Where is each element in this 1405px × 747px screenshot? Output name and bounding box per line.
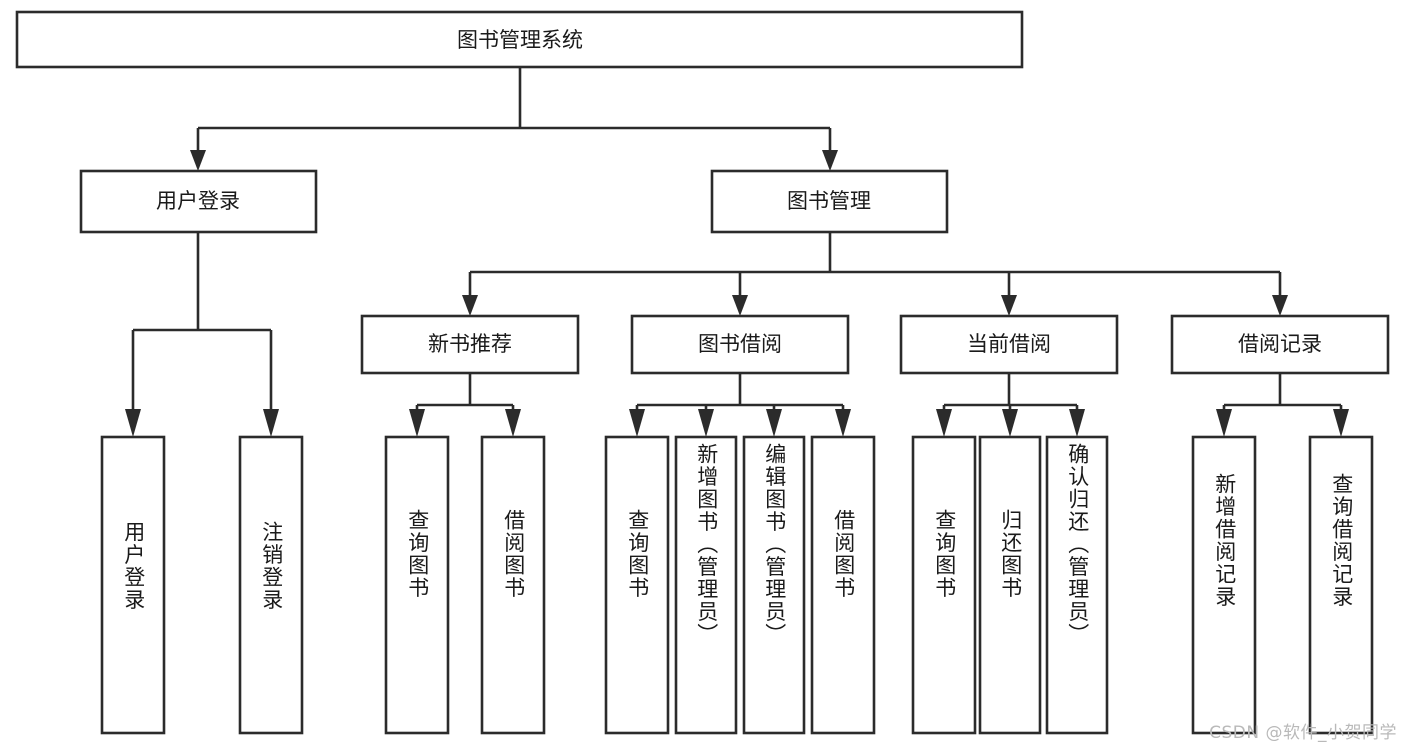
node-current-borrow-box[interactable] [899, 314, 1119, 375]
arrow-borrow-record [1272, 295, 1288, 316]
leaf-box-edit-book[interactable] [742, 435, 806, 735]
connectors-root-to-level1 [190, 67, 838, 171]
node-current-borrow-label: 当前借阅 [967, 332, 1051, 356]
node-new-book-rec-box[interactable] [360, 314, 580, 375]
arrow-current-borrow [1001, 295, 1017, 316]
node-book-borrow-label: 图书借阅 [698, 332, 782, 356]
node-book-borrow[interactable]: 图书借阅 [630, 314, 850, 375]
arrow-leaf-query-book-1 [409, 409, 425, 437]
arrow-leaf-query-book-2 [629, 409, 645, 437]
arrow-leaf-confirm-return [1069, 409, 1085, 437]
connectors-user-login-to-leaves [125, 232, 279, 437]
leaf-box-query-book-2[interactable] [604, 435, 670, 735]
node-borrow-record[interactable]: 借阅记录 [1170, 314, 1390, 375]
arrow-leaf-borrow-book-2 [835, 409, 851, 437]
leaf-box-borrow-book-1[interactable] [480, 435, 546, 735]
leaf-box-user-login[interactable] [100, 435, 166, 735]
leaf-box-user-logout[interactable] [238, 435, 304, 735]
node-user-login[interactable]: 用户登录 [79, 169, 318, 234]
leaf-box-borrow-book-2[interactable] [810, 435, 876, 735]
arrow-user-login [190, 150, 206, 171]
node-user-login-label: 用户登录 [156, 189, 240, 213]
arrow-book-manage [822, 150, 838, 171]
arrow-leaf-user-login [125, 409, 141, 437]
arrow-leaf-edit-book [766, 409, 782, 437]
connectors-book-borrow-to-leaves [629, 373, 851, 437]
node-book-manage-box[interactable] [710, 169, 949, 234]
node-book-manage-label: 图书管理 [787, 189, 871, 213]
node-new-book-rec[interactable]: 新书推荐 [360, 314, 580, 375]
node-root-label: 图书管理系统 [457, 28, 583, 52]
connectors-borrow-record-to-leaves [1216, 373, 1349, 437]
leaf-box-add-record[interactable] [1191, 435, 1257, 735]
node-borrow-record-label: 借阅记录 [1238, 332, 1322, 356]
arrow-leaf-add-book [698, 409, 714, 437]
connectors-current-borrow-to-leaves [936, 373, 1085, 437]
leaf-box-add-book[interactable] [674, 435, 738, 735]
node-book-borrow-box[interactable] [630, 314, 850, 375]
csdn-watermark: CSDN @软件_小贺同学 [1209, 723, 1397, 743]
arrow-leaf-query-book-3 [936, 409, 952, 437]
arrow-leaf-query-record [1333, 409, 1349, 437]
node-root-box[interactable] [15, 10, 1024, 69]
arrow-leaf-add-record [1216, 409, 1232, 437]
arrow-new-book-rec [462, 295, 478, 316]
leaf-box-query-book-1[interactable] [384, 435, 450, 735]
node-new-book-rec-label: 新书推荐 [428, 332, 512, 356]
leaf-box-query-book-3[interactable] [911, 435, 977, 735]
arrow-leaf-borrow-book-1 [505, 409, 521, 437]
arrow-leaf-return-book [1002, 409, 1018, 437]
node-root[interactable]: 图书管理系统 [15, 10, 1024, 69]
node-user-login-box[interactable] [79, 169, 318, 234]
leaf-box-query-record[interactable] [1308, 435, 1374, 735]
node-borrow-record-box[interactable] [1170, 314, 1390, 375]
arrow-leaf-user-logout [263, 409, 279, 437]
node-current-borrow[interactable]: 当前借阅 [899, 314, 1119, 375]
leaf-box-confirm-return[interactable] [1045, 435, 1109, 735]
node-book-manage[interactable]: 图书管理 [710, 169, 949, 234]
arrow-book-borrow [732, 295, 748, 316]
leaf-box-return-book[interactable] [978, 435, 1042, 735]
connectors-new-book-rec-to-leaves [409, 373, 521, 437]
connectors-book-manage-to-level2 [462, 232, 1288, 316]
